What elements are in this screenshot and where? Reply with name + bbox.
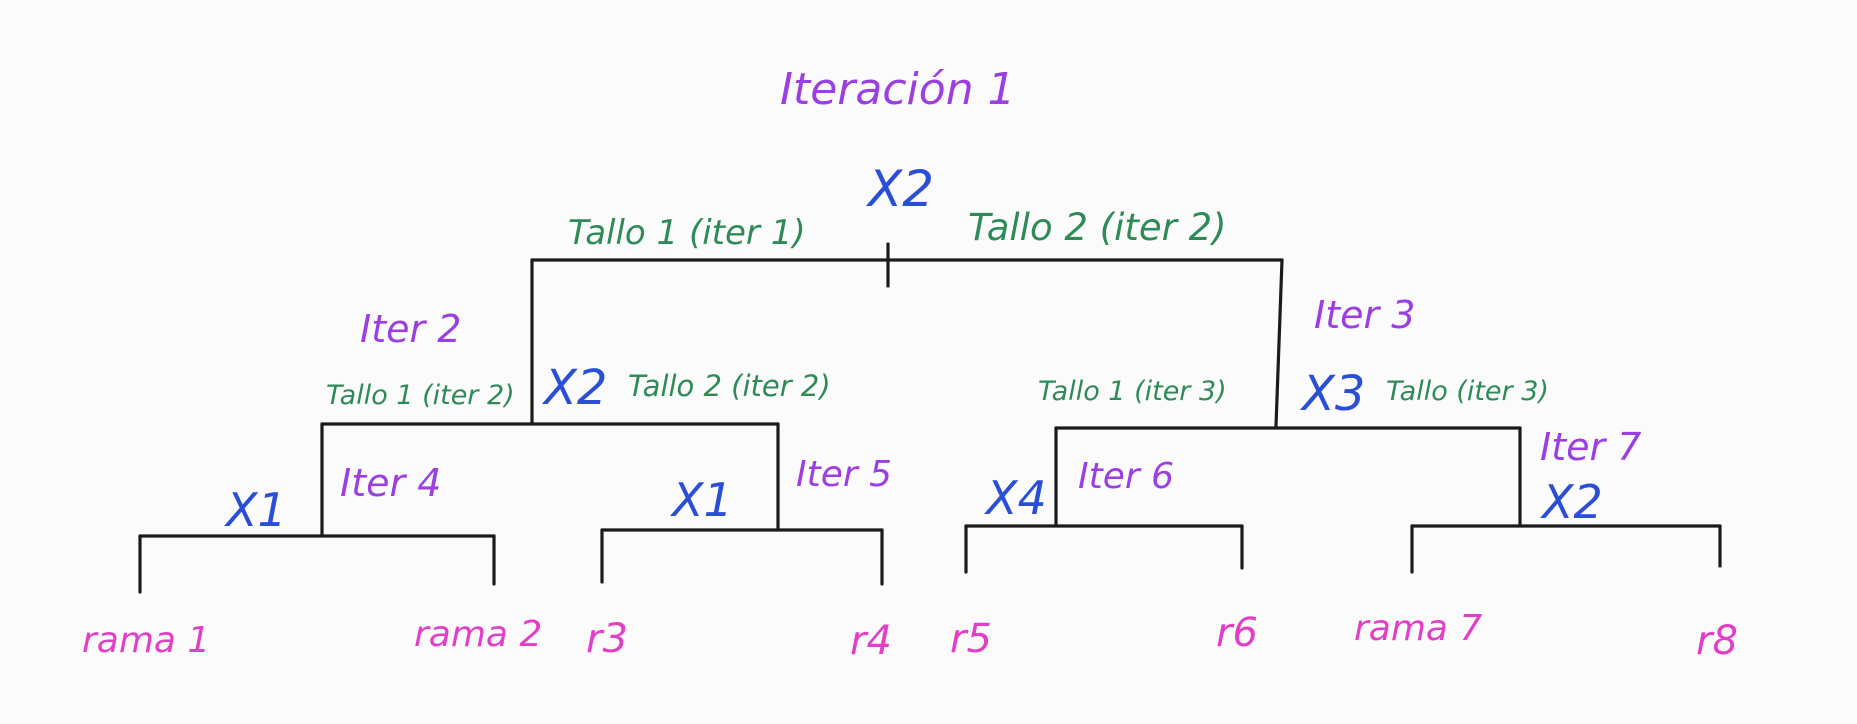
right-left-variable-label: X4 — [984, 471, 1047, 525]
left-right-stem-label: Tallo 2 (iter 2) — [628, 369, 831, 403]
root-variable-label: X2 — [865, 160, 934, 218]
root-left-stem-label: Tallo 1 (iter 1) — [568, 213, 806, 253]
iter-7-label: Iter 7 — [1540, 425, 1641, 469]
left-left-stem-label: Tallo 1 (iter 2) — [326, 380, 515, 411]
leaf-5-label: r5 — [950, 616, 992, 662]
diagram-title: Iteración 1 — [780, 64, 1016, 115]
leaf-7-label: rama 7 — [1354, 608, 1482, 649]
leaf-6-label: r6 — [1216, 610, 1258, 656]
left-left-variable-label: X1 — [224, 483, 287, 537]
iter-2-label: Iter 2 — [360, 307, 461, 351]
iter-6-label: Iter 6 — [1078, 456, 1174, 497]
root-right-stem-label: Tallo 2 (iter 2) — [968, 206, 1227, 249]
left-variable-label: X2 — [541, 360, 607, 416]
root-right-drop-line — [1274, 258, 1284, 428]
right-variable-label: X3 — [1299, 366, 1365, 422]
leaf-4-label: r4 — [850, 618, 892, 664]
leaf-8-label: r8 — [1696, 618, 1738, 664]
right-right-variable-label: X2 — [1540, 475, 1603, 529]
iter-4-label: Iter 4 — [340, 461, 441, 505]
right-left-stem-label: Tallo 1 (iter 3) — [1038, 376, 1227, 407]
leaf-1-label: rama 1 — [82, 620, 210, 661]
leaf-3-label: r3 — [586, 616, 628, 662]
iter-5-label: Iter 5 — [796, 454, 892, 495]
leaf-2-label: rama 2 — [414, 614, 542, 655]
right-right-stem-label: Tallo (iter 3) — [1386, 376, 1549, 407]
iter-3-label: Iter 3 — [1314, 293, 1415, 337]
left-right-variable-label: X1 — [670, 473, 733, 527]
